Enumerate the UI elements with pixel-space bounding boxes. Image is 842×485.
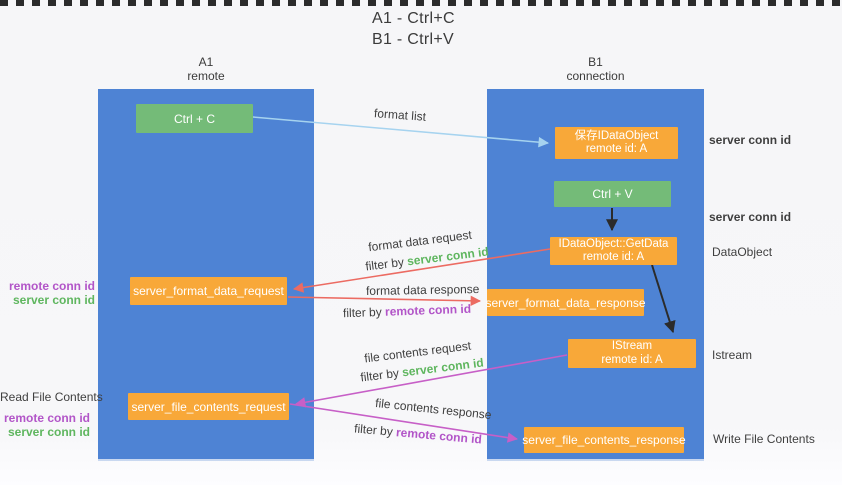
annotation-remote-conn-id-2: remote conn id — [3, 411, 90, 425]
edge-label-filter-remote-1: filter by remote conn id — [343, 302, 471, 320]
node-server-format-data-request-label: server_format_data_request — [133, 284, 284, 298]
annotation-server-conn-id-1: server conn id — [12, 293, 95, 307]
lifeline-left-header: A1 remote — [98, 55, 314, 83]
filter-by-text: filter by — [342, 304, 382, 321]
node-server-file-contents-response-label: server_file_contents_response — [522, 433, 686, 447]
edge-label-format-data-response: format data response — [365, 282, 480, 298]
node-save-idataobject: 保存IDataObject remote id: A — [555, 127, 678, 159]
node-server-format-data-response-label: server_format_data_response — [485, 295, 646, 310]
annotation-server-conn-id-top: server conn id — [709, 133, 792, 147]
lifeline-right-role: connection — [566, 69, 625, 83]
node-istream-line2: remote id: A — [601, 353, 663, 366]
annotation-dataobject: DataObject — [712, 245, 773, 259]
annotation-server-conn-id-2: server conn id — [7, 425, 90, 439]
node-ctrl-v-label: Ctrl + V — [592, 187, 633, 201]
annotation-group-file: Read File Contents remote conn id server… — [0, 390, 103, 439]
node-server-file-contents-request-label: server_file_contents_request — [131, 399, 286, 414]
edge-label-file-contents-response: file contents response — [374, 395, 493, 423]
title-line-2: B1 - Ctrl+V — [372, 31, 454, 48]
annotation-group-format: remote conn id server conn id — [0, 279, 95, 307]
node-idataobject-getdata-line1: IDataObject::GetData — [558, 237, 669, 250]
remote-conn-id-text: remote conn id — [384, 301, 472, 319]
node-ctrl-c: Ctrl + C — [136, 104, 253, 133]
annotation-read-file-contents: Read File Contents — [0, 390, 103, 404]
node-istream: IStream remote id: A — [568, 339, 696, 368]
node-server-format-data-request: server_format_data_request — [130, 277, 287, 305]
lifeline-right-header: B1 connection — [487, 55, 704, 83]
filter-by-text: filter by — [353, 421, 394, 439]
node-server-file-contents-request: server_file_contents_request — [128, 393, 289, 420]
phase-separator-dotted-line — [0, 0, 842, 6]
node-istream-line1: IStream — [611, 340, 653, 352]
annotation-write-file-contents: Write File Contents — [713, 432, 815, 446]
title-line-1: A1 - Ctrl+C — [372, 10, 455, 27]
node-ctrl-v: Ctrl + V — [554, 181, 671, 207]
node-save-idataobject-line1: 保存IDataObject — [574, 129, 659, 142]
remote-conn-id-text: remote conn id — [395, 425, 483, 447]
filter-by-text: filter by — [359, 365, 400, 385]
node-idataobject-getdata-line2: remote id: A — [582, 251, 645, 263]
lifeline-left-role: remote — [187, 69, 225, 83]
diagram-title: A1 - Ctrl+C B1 - Ctrl+V — [372, 8, 455, 50]
filter-by-text: filter by — [364, 254, 405, 274]
annotation-remote-conn-id-1: remote conn id — [8, 279, 95, 293]
edge-label-filter-remote-2: filter by remote conn id — [354, 421, 483, 446]
node-ctrl-c-label: Ctrl + C — [173, 111, 215, 126]
edge-label-format-list: format list — [373, 106, 427, 124]
lifeline-left-name: A1 — [198, 55, 214, 69]
annotation-istream: Istream — [712, 348, 753, 362]
node-save-idataobject-line2: remote id: A — [585, 143, 648, 155]
annotation-server-conn-id-mid: server conn id — [709, 210, 792, 224]
node-server-file-contents-response: server_file_contents_response — [522, 427, 686, 453]
node-idataobject-getdata: IDataObject::GetData remote id: A — [550, 237, 677, 265]
node-server-format-data-response: server_format_data_response — [485, 289, 646, 316]
lifeline-right-name: B1 — [588, 55, 603, 69]
